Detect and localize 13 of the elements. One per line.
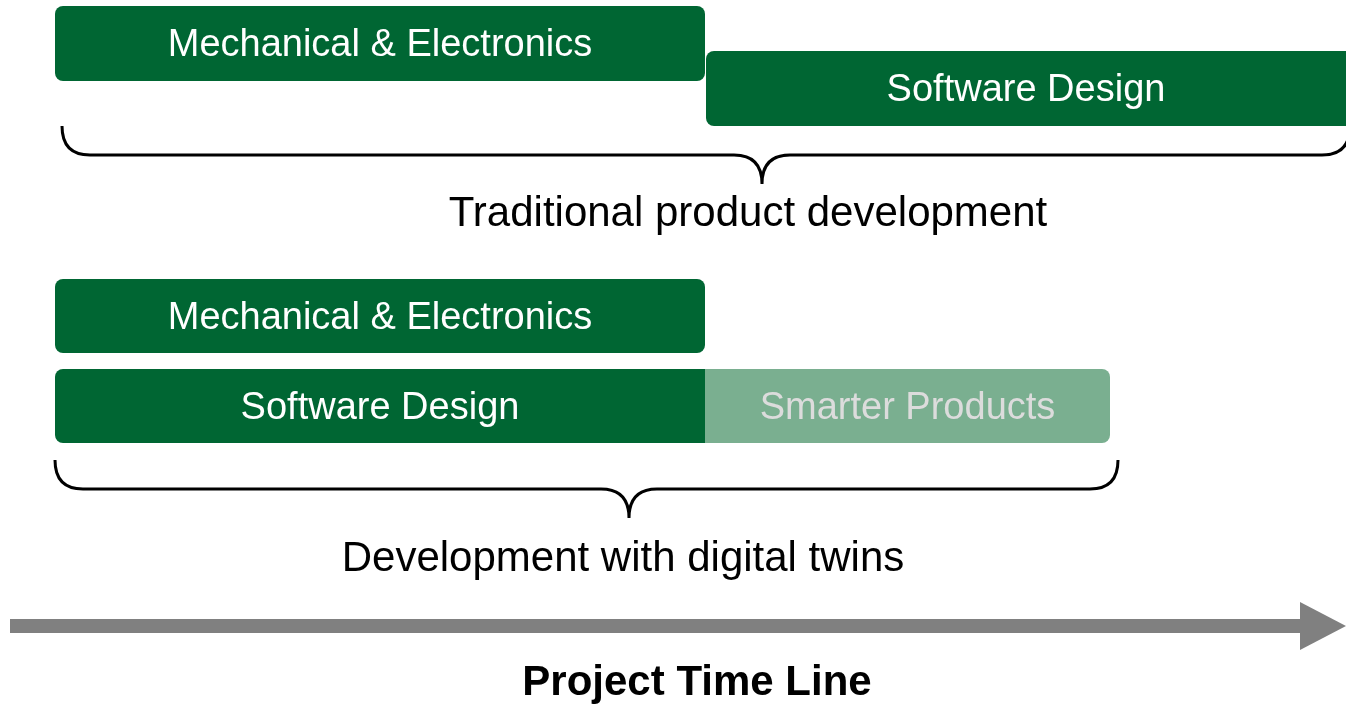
bar-label: Mechanical & Electronics — [167, 22, 593, 65]
phase-bar — [55, 279, 705, 353]
phase-bar — [705, 369, 1110, 443]
phase-bar — [55, 6, 705, 81]
bar-label: Software Design — [886, 67, 1166, 110]
section-caption: Traditional product development — [448, 188, 1048, 236]
bar-label: Mechanical & Electronics — [167, 294, 593, 338]
phase-bar — [55, 369, 705, 443]
section-caption: Development with digital twins — [341, 533, 905, 581]
phase-bar — [706, 51, 1346, 126]
bar-label: Smarter Products — [759, 384, 1056, 428]
bar-label: Software Design — [240, 384, 520, 428]
axis-title: Project Time Line — [522, 657, 872, 705]
